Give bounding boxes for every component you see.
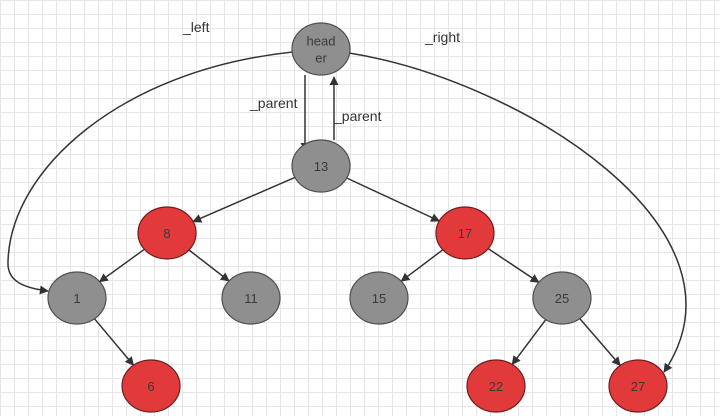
- node-n11: 11: [221, 271, 281, 325]
- edge-n13-to-n17: [346, 177, 441, 222]
- edge-n17-to-n15: [400, 249, 444, 282]
- node-label: 1: [73, 291, 80, 306]
- edge-n13-to-n8: [192, 176, 296, 223]
- node-n1: 1: [47, 271, 107, 325]
- edge-labels-layer: _parent _parent _left _right: [182, 19, 460, 124]
- node-label: 15: [372, 291, 386, 306]
- node-circle: [121, 359, 181, 413]
- edge-n1-to-n6: [93, 318, 135, 366]
- edge-n8-to-n1: [98, 248, 145, 283]
- node-n13: 13: [291, 139, 351, 193]
- node-label: 11: [244, 291, 258, 306]
- edge-header-to-n1: [7, 51, 294, 295]
- node-label: 27: [631, 379, 645, 394]
- edge-label-header-to-n27: _right: [424, 29, 460, 45]
- node-label: 17: [458, 226, 472, 241]
- node-n27: 27: [608, 359, 668, 413]
- edges-layer: [7, 51, 687, 373]
- node-circle: [137, 206, 197, 260]
- node-circle: [608, 359, 668, 413]
- node-circle: [291, 22, 351, 76]
- edge-n25-to-n27: [579, 318, 621, 367]
- node-label: 13: [314, 159, 328, 174]
- node-circle: [221, 271, 281, 325]
- node-label: 8: [163, 226, 170, 241]
- node-n25: 25: [532, 271, 592, 325]
- edge-n8-to-n11: [188, 249, 230, 282]
- node-label: 25: [555, 291, 569, 306]
- node-circle: [349, 271, 409, 325]
- node-circle: [466, 359, 526, 413]
- node-n15: 15: [349, 271, 409, 325]
- node-circle: [291, 139, 351, 193]
- edge-header-to-n27: [348, 52, 687, 373]
- node-circle: [532, 271, 592, 325]
- node-n8: 8: [137, 206, 197, 260]
- node-circle: [435, 206, 495, 260]
- node-label: 22: [489, 379, 503, 394]
- edge-n25-to-n22: [511, 319, 547, 366]
- node-circle: [47, 271, 107, 325]
- node-n22: 22: [466, 359, 526, 413]
- node-n6: 6: [121, 359, 181, 413]
- node-n17: 17: [435, 206, 495, 260]
- edge-n17-to-n25: [487, 247, 540, 284]
- edge-label-header-to-n1: _left: [182, 19, 210, 35]
- edge-label-header-to-n13: _parent: [249, 95, 298, 111]
- node-label: 6: [147, 379, 154, 394]
- edge-label-n13-to-header: _parent: [333, 108, 382, 124]
